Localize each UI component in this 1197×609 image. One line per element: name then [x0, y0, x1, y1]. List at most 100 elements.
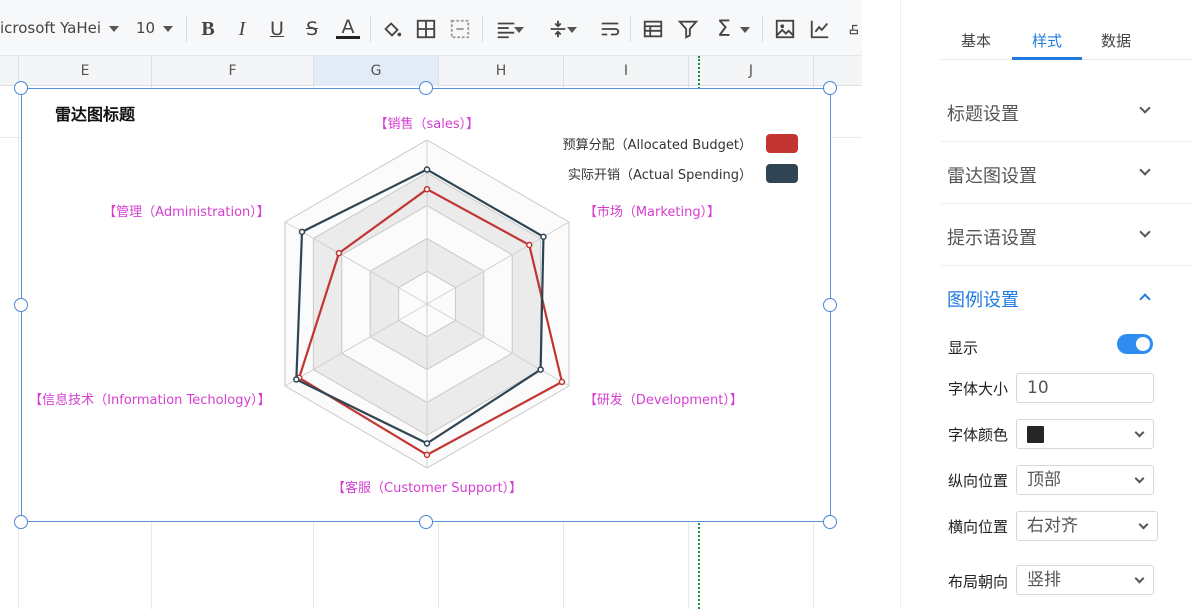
- radar-spoke: [426, 303, 570, 387]
- horizontal-position-select[interactable]: 右对齐: [1016, 511, 1158, 541]
- axis-label-sales: 【销售（sales）】: [374, 116, 480, 132]
- layout-label: 布局朝向: [948, 573, 1009, 591]
- horizontal-position-label: 横向位置: [948, 518, 1009, 536]
- series-point-1: [540, 233, 547, 241]
- active-tab-indicator: [1012, 57, 1082, 60]
- chevron-up-icon: [1139, 293, 1151, 305]
- bold-icon[interactable]: B: [201, 17, 215, 40]
- legend-swatch: [766, 163, 798, 183]
- table-icon[interactable]: [641, 17, 665, 41]
- column-header-h[interactable]: H: [438, 56, 563, 86]
- sum-icon[interactable]: Σ: [717, 16, 731, 42]
- series-point-1: [537, 366, 544, 373]
- align-icon[interactable]: [494, 17, 518, 41]
- font-size-select[interactable]: 10: [136, 19, 174, 37]
- column-header-e[interactable]: E: [18, 56, 151, 86]
- radar-plot: [284, 139, 570, 469]
- strikethrough-icon[interactable]: S: [305, 18, 319, 40]
- font-family-select[interactable]: icrosoft YaHei: [0, 19, 120, 37]
- toolbar-divider: [762, 16, 763, 42]
- chevron-down-icon: [109, 25, 120, 32]
- wrap-text-icon[interactable]: [598, 17, 622, 41]
- underline-icon[interactable]: U: [270, 18, 284, 40]
- font-family-value: icrosoft YaHei: [0, 19, 102, 37]
- section-label: 标题设置: [947, 104, 1019, 125]
- column-header-i[interactable]: I: [563, 56, 688, 86]
- font-size-label: 字体大小: [948, 380, 1009, 398]
- chevron-down-icon: [1134, 573, 1145, 584]
- chart-title: 雷达图标题: [55, 105, 136, 124]
- legend-font-size-input[interactable]: 10: [1016, 373, 1154, 403]
- series-point-1: [298, 228, 306, 236]
- axis-label-customer-support: 【客服（Customer Support）】: [332, 480, 523, 496]
- chevron-down-icon: [1139, 102, 1151, 114]
- legend-item-budget[interactable]: 预算分配（Allocated Budget）: [563, 128, 798, 158]
- grid-line: [18, 86, 19, 609]
- chevron-down-icon[interactable]: [567, 27, 577, 33]
- column-header-j[interactable]: J: [688, 56, 813, 86]
- font-color-label: 字体颜色: [948, 426, 1009, 444]
- section-tooltip-settings[interactable]: 提示语设置: [941, 204, 1193, 266]
- show-legend-toggle[interactable]: [1117, 334, 1153, 354]
- axis-label-administration: 【管理（Administration）】: [103, 204, 270, 220]
- layout-direction-select[interactable]: 竖排: [1016, 565, 1154, 595]
- select-value: 竖排: [1027, 570, 1061, 590]
- column-header-g[interactable]: G: [313, 56, 438, 86]
- chart-legend: 预算分配（Allocated Budget） 实际开销（Actual Spend…: [563, 128, 798, 188]
- tab-style[interactable]: 样式: [1032, 32, 1063, 50]
- tab-basic[interactable]: 基本: [961, 32, 992, 50]
- column-header-k[interactable]: [813, 56, 862, 86]
- radar-chart[interactable]: 雷达图标题 【销售（sales）】 【市场（Marketing）】 【研发（De…: [21, 88, 831, 522]
- section-label: 提示语设置: [947, 228, 1037, 249]
- resize-handle[interactable]: [419, 515, 433, 529]
- image-icon[interactable]: [773, 17, 797, 41]
- section-title-settings[interactable]: 标题设置: [941, 80, 1193, 142]
- resize-handle[interactable]: [823, 81, 837, 95]
- series-point-0: [423, 451, 431, 459]
- vertical-position-select[interactable]: 顶部: [1016, 465, 1154, 495]
- chevron-down-icon: [1139, 164, 1151, 176]
- italic-icon[interactable]: I: [238, 17, 246, 40]
- section-label: 雷达图设置: [947, 166, 1037, 187]
- resize-handle[interactable]: [823, 298, 837, 312]
- legend-font-color-picker[interactable]: [1016, 419, 1154, 449]
- tab-data[interactable]: 数据: [1101, 32, 1132, 50]
- vertical-position-label: 纵向位置: [948, 472, 1009, 490]
- section-radar-settings[interactable]: 雷达图设置: [941, 142, 1193, 204]
- panel-tabs: 基本 样式 数据: [941, 20, 1191, 60]
- more-icon[interactable]: [848, 17, 862, 41]
- merge-cells-icon[interactable]: [448, 17, 472, 41]
- resize-handle[interactable]: [823, 515, 837, 529]
- chevron-down-icon: [1134, 473, 1145, 484]
- resize-handle[interactable]: [419, 81, 433, 95]
- border-icon[interactable]: [414, 17, 438, 41]
- radar-spoke: [284, 221, 428, 305]
- series-point-0: [335, 249, 343, 257]
- series-point-0: [558, 378, 566, 386]
- chevron-down-icon[interactable]: [514, 27, 524, 33]
- chevron-down-icon: [163, 25, 174, 32]
- vertical-align-icon[interactable]: [546, 17, 570, 41]
- chevron-down-icon: [1139, 226, 1151, 238]
- section-legend-settings[interactable]: 图例设置: [941, 266, 1193, 328]
- chart-icon[interactable]: [808, 17, 832, 41]
- series-point-0: [526, 241, 533, 249]
- filter-icon[interactable]: [676, 17, 700, 41]
- font-size-value: 10: [136, 19, 156, 37]
- series-point-1: [293, 376, 300, 383]
- legend-item-spending[interactable]: 实际开销（Actual Spending）: [563, 158, 798, 188]
- fill-color-icon[interactable]: [380, 17, 404, 41]
- resize-handle[interactable]: [14, 298, 28, 312]
- chevron-down-icon[interactable]: [740, 27, 750, 33]
- resize-handle[interactable]: [14, 81, 28, 95]
- series-point-0: [423, 185, 431, 193]
- toolbar: icrosoft YaHei 10 B I U S A: [0, 0, 862, 56]
- axis-label-it: 【信息技术（Information Techology）】: [29, 392, 271, 408]
- radar-spoke: [284, 303, 428, 387]
- select-value: 右对齐: [1027, 516, 1078, 536]
- resize-handle[interactable]: [14, 515, 28, 529]
- column-header-f[interactable]: F: [151, 56, 313, 86]
- legend-label: 预算分配（Allocated Budget）: [562, 137, 752, 153]
- font-color-icon[interactable]: A: [336, 16, 360, 39]
